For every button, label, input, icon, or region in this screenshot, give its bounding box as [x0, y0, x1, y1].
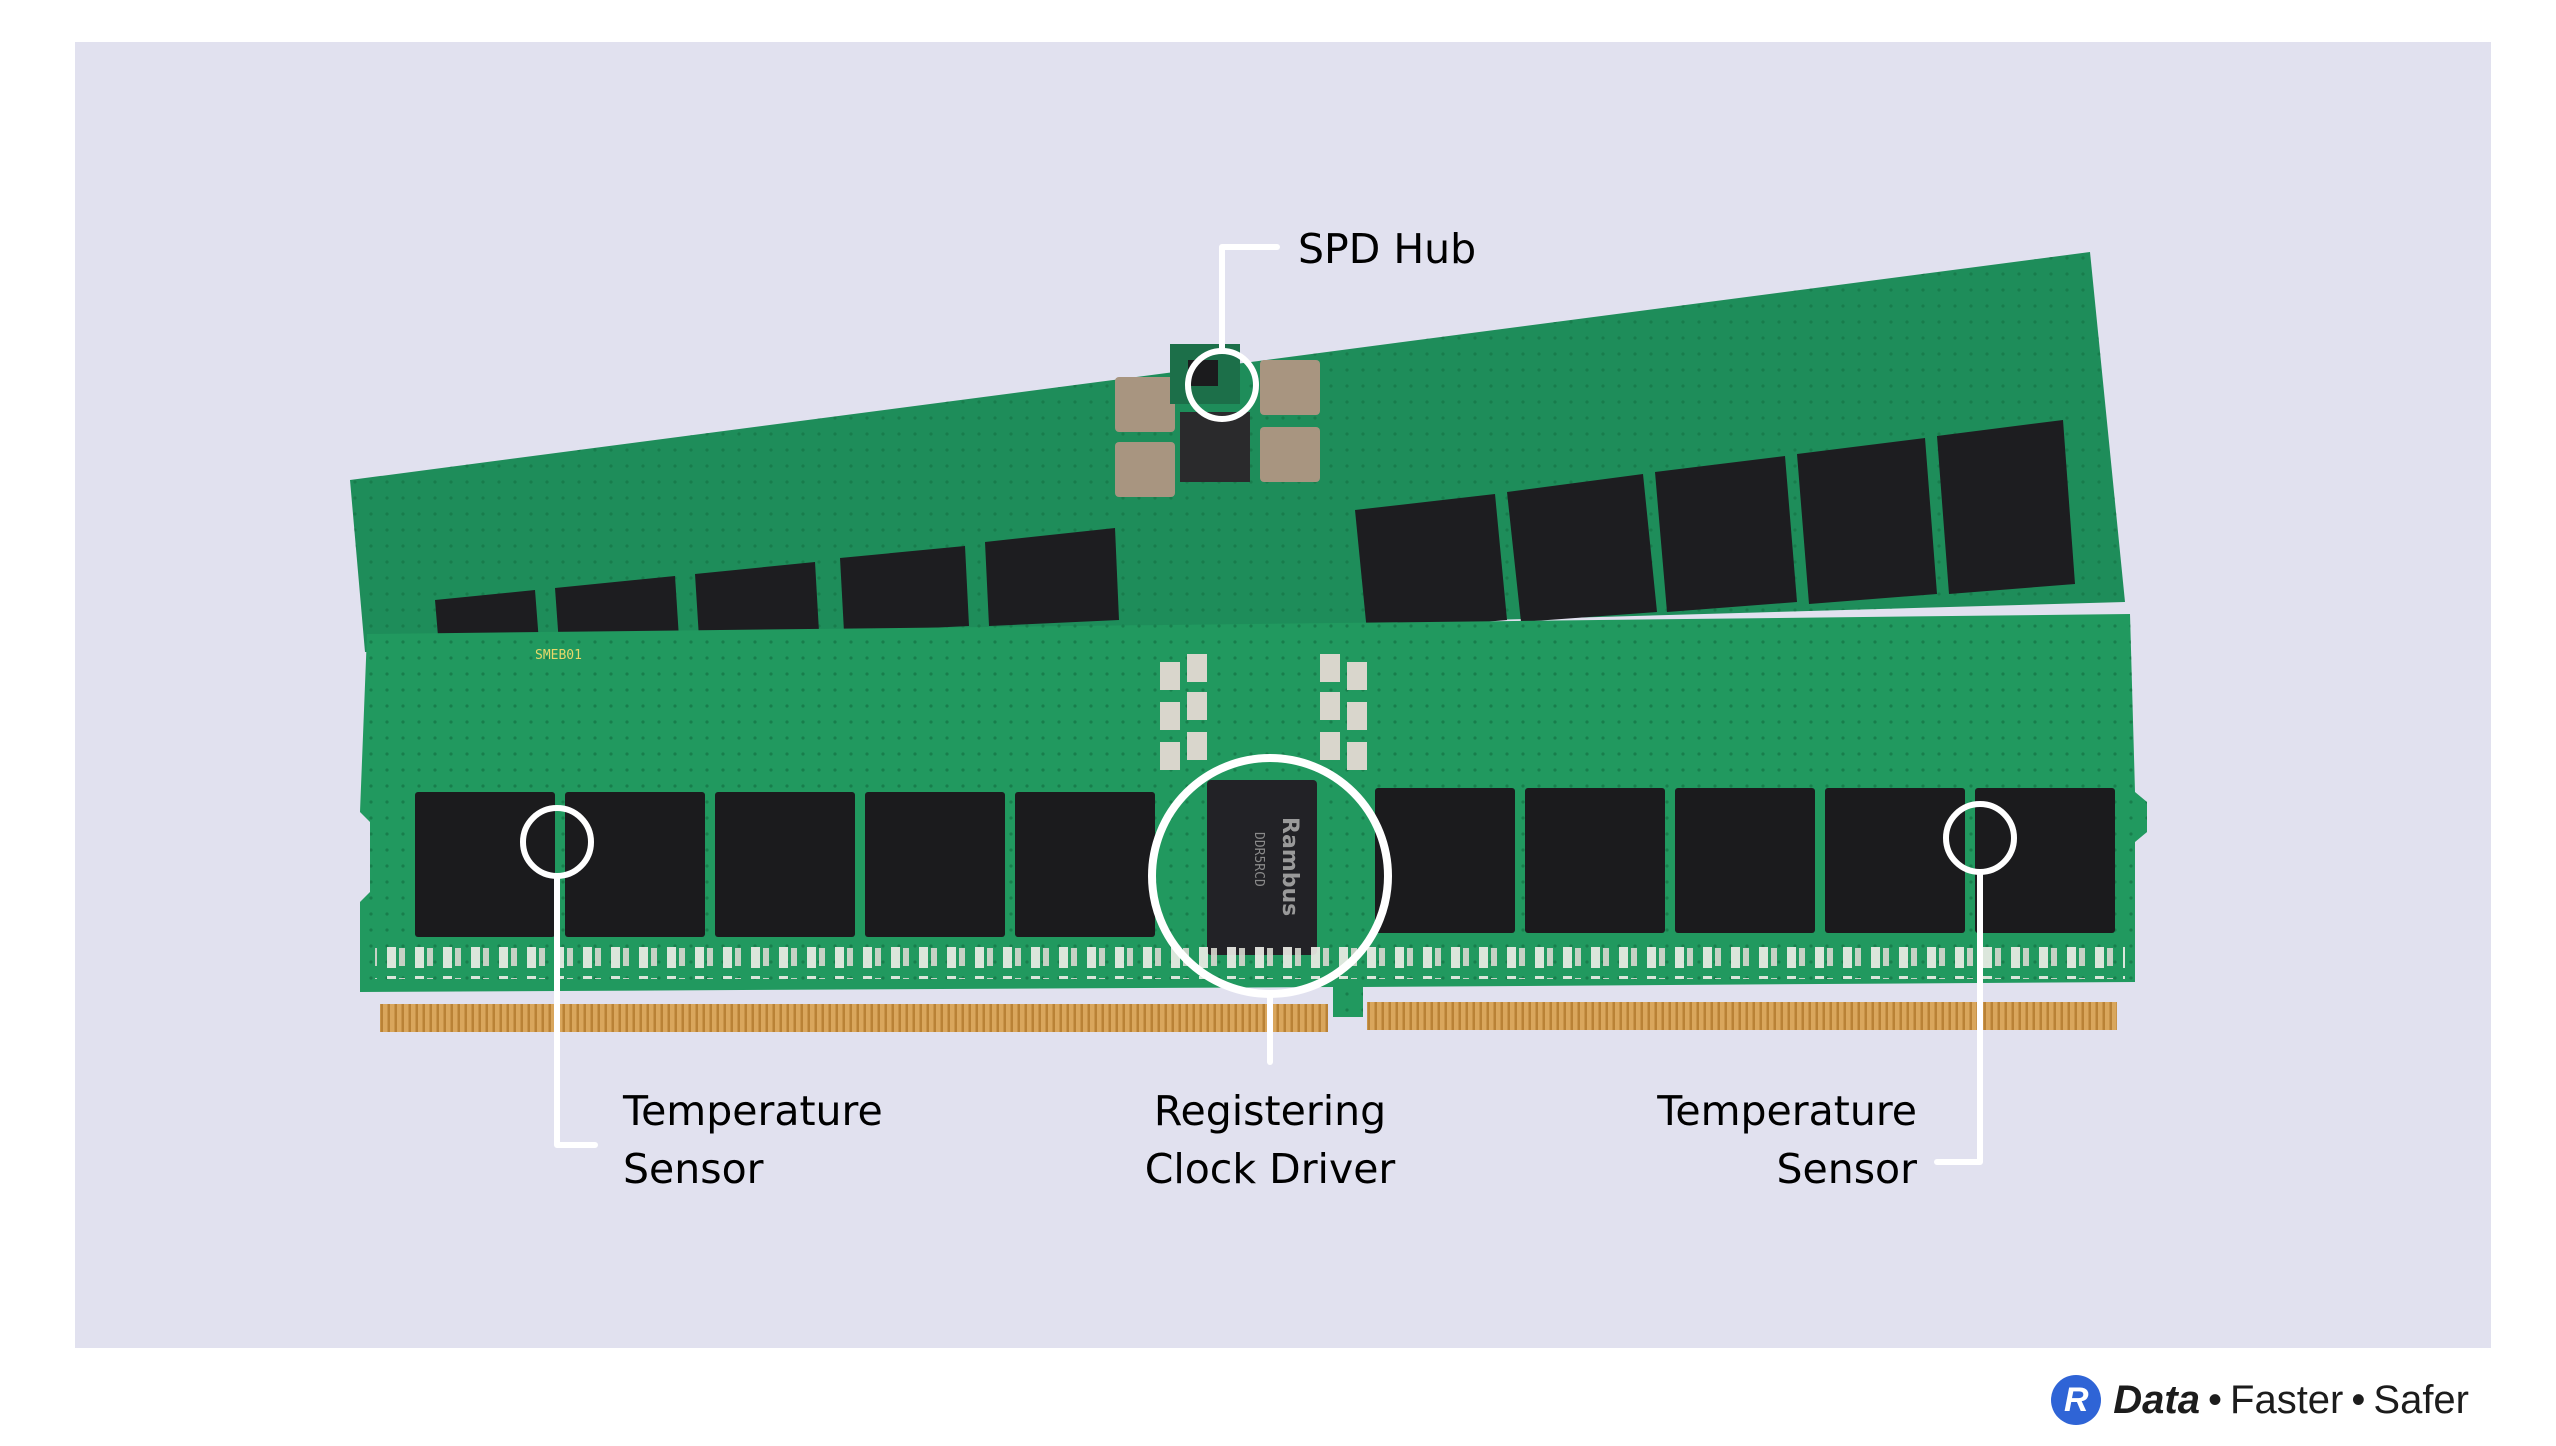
dimm-photo: SMEB01: [350, 244, 2147, 1165]
rcd-part-text: DDR5RCD: [1251, 832, 1266, 887]
temp-sensor-left-leader-line: [554, 873, 598, 1148]
temp-sensor-left-line2: Sensor: [623, 1145, 764, 1193]
rcd-passives: [1160, 654, 1367, 770]
brand-word-data: Data: [2113, 1377, 2200, 1422]
temp-sensor-left-line1: Temperature: [623, 1087, 883, 1135]
temp-sensor-right-label: Temperature Sensor: [1575, 1082, 1917, 1198]
spd-hub-text: SPD Hub: [1298, 225, 1477, 273]
temp-sensor-right-line1: Temperature: [1657, 1087, 1917, 1135]
spd-hub-leader-line: [1219, 244, 1280, 354]
spd-hub-label: SPD Hub: [1298, 220, 1476, 278]
rcd-brand-text: Rambus: [1277, 817, 1302, 916]
smd-row: [375, 947, 2125, 979]
photo-panel: SMEB01: [75, 42, 2491, 1348]
callout-graphics: [520, 244, 2017, 1165]
rcd-label-line2: Clock Driver: [1144, 1145, 1396, 1193]
silkscreen-text: SMEB01: [535, 648, 582, 663]
front-dram-chips: [415, 788, 2115, 937]
gold-contacts-right: [1367, 1002, 2117, 1030]
brand-separator-1: •: [2208, 1377, 2223, 1422]
temp-sensor-left-label: Temperature Sensor: [623, 1082, 883, 1198]
brand-word-safer: Safer: [2373, 1377, 2469, 1422]
gold-contacts-left: [380, 1004, 1328, 1032]
back-dimm-module: [350, 252, 2125, 652]
rcd-label-line1: Registering: [1153, 1087, 1387, 1135]
rcd-label: Registering Clock Driver: [1120, 1082, 1420, 1198]
rambus-logo-icon: R: [2051, 1375, 2102, 1425]
rcd-chip: Rambus DDR5RCD: [1207, 780, 1317, 955]
temp-sensor-right-line2: Sensor: [1776, 1145, 1917, 1193]
brand-separator-2: •: [2351, 1377, 2366, 1422]
brand-word-faster: Faster: [2230, 1377, 2344, 1422]
front-dimm-module: SMEB01: [360, 614, 2147, 1032]
brand-footer: R Data • Faster • Safer: [2051, 1370, 2469, 1430]
temp-sensor-right-leader-line: [1934, 869, 1983, 1165]
